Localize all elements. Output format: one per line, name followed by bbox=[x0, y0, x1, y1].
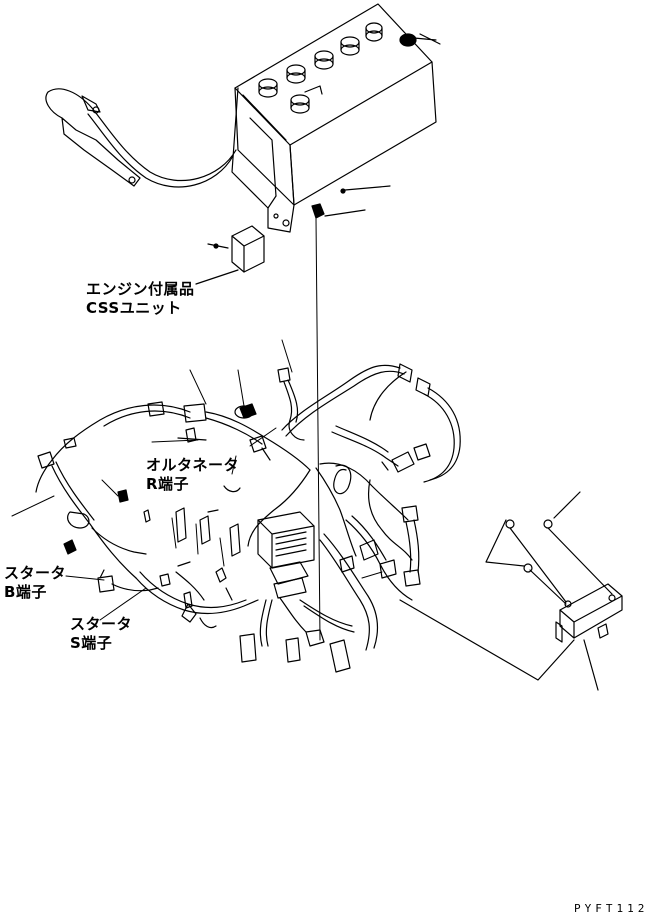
css-unit-label: CSSユニット bbox=[86, 299, 182, 317]
engine-accessory-label: エンジン付属品 bbox=[86, 280, 195, 298]
drawing-code: PYFT112 bbox=[574, 902, 649, 915]
starter-b-label: スタータ bbox=[4, 564, 67, 582]
battery-bracket bbox=[231, 87, 295, 233]
wiring-harness bbox=[35, 363, 461, 673]
battery bbox=[234, 3, 441, 206]
css-unit bbox=[195, 225, 265, 285]
starter-s-terminal-label: S端子 bbox=[70, 634, 113, 652]
battery-cable bbox=[45, 88, 237, 188]
alternator-r-label: オルタネータ bbox=[146, 456, 240, 474]
starter-s-label: スタータ bbox=[70, 615, 133, 633]
controller-unit bbox=[399, 491, 623, 691]
battery-terminal bbox=[399, 33, 441, 47]
battery-cell-caps bbox=[258, 22, 383, 114]
alternator-r-terminal-label: R端子 bbox=[146, 475, 190, 493]
starter-b-terminal-label: B端子 bbox=[4, 583, 47, 601]
leader-lines bbox=[11, 339, 383, 621]
